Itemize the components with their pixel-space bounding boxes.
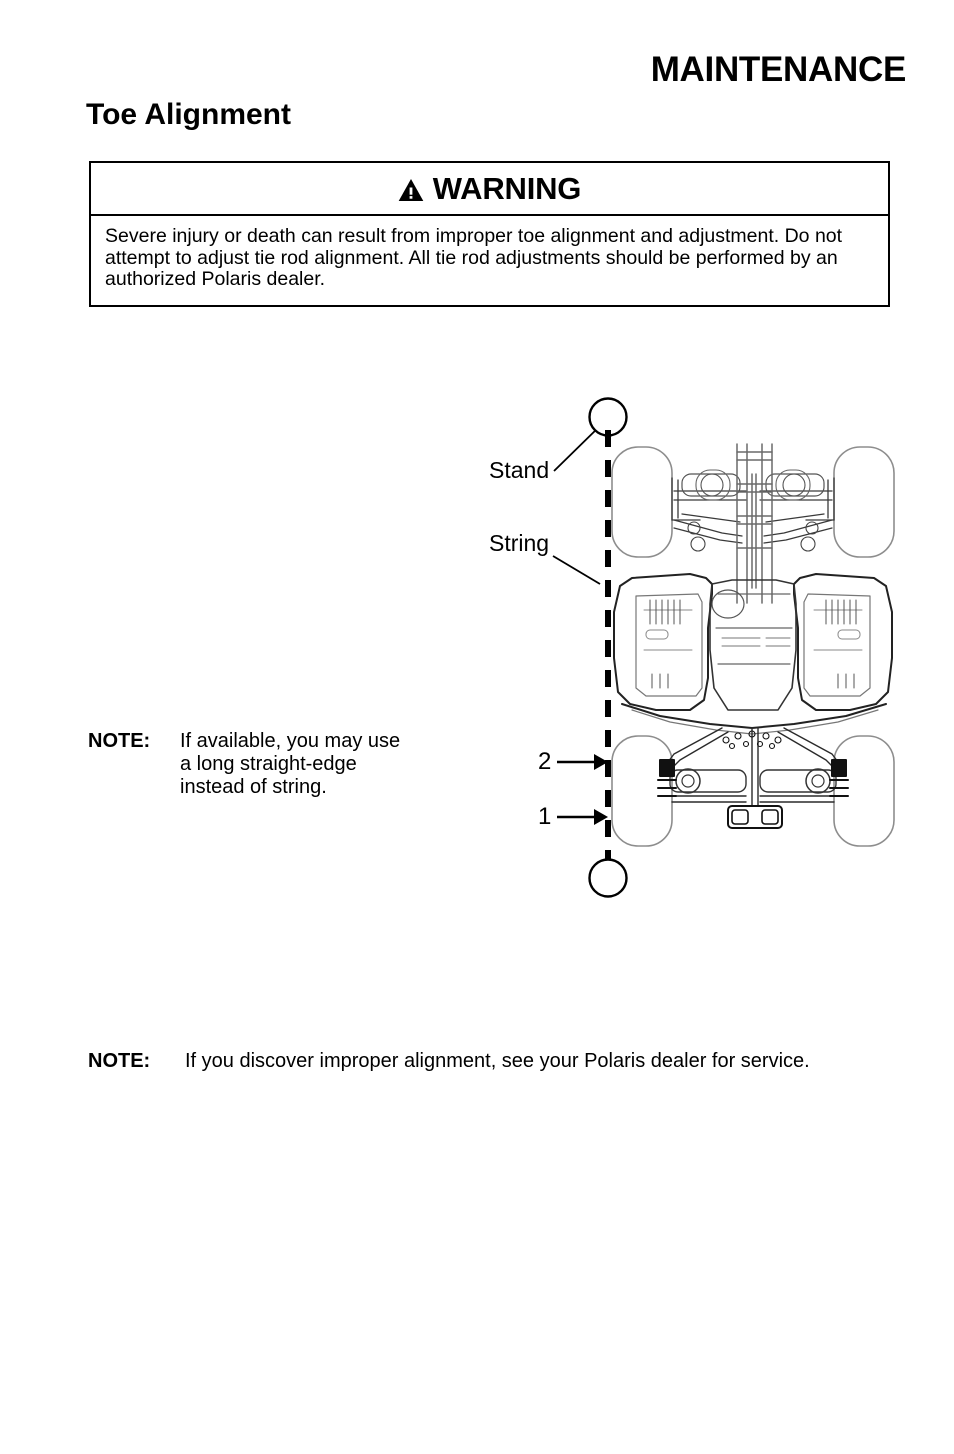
rear-left-wheel <box>611 735 673 847</box>
note-dealer-service: NOTE: If you discover improper alignment… <box>88 1050 918 1073</box>
front-rack-rails <box>736 443 773 604</box>
warning-body: Severe injury or death can result from i… <box>91 216 888 305</box>
figure-label-1: 1 <box>538 803 551 830</box>
stand-circle-front <box>588 397 628 437</box>
stand-circle-rear <box>588 858 628 898</box>
body-fenders <box>613 573 893 735</box>
front-suspension <box>671 469 835 552</box>
running-header-title: MAINTENANCE <box>650 50 907 89</box>
front-right-wheel <box>833 446 895 558</box>
note-text: If available, you may use a long straigh… <box>180 730 401 798</box>
note-label: NOTE: <box>88 730 151 752</box>
rear-suspension <box>657 727 849 829</box>
warning-banner: WARNING <box>91 163 888 216</box>
warning-box: WARNING Severe injury or death can resul… <box>89 161 890 307</box>
warning-title: WARNING <box>432 171 582 206</box>
figure-label-stand: Stand <box>489 457 549 483</box>
stand-leader-line <box>553 423 603 472</box>
page-title: Toe Alignment <box>86 98 291 131</box>
figure-label-string: String <box>489 530 549 556</box>
warning-body-text: Severe injury or death can result from i… <box>105 225 843 290</box>
front-left-wheel <box>611 446 673 558</box>
atv-illustration <box>611 443 895 847</box>
figure-label-2: 2 <box>538 748 551 775</box>
atv-top-view-diagram: Stand String 2 1 <box>489 397 895 898</box>
note-label: NOTE: <box>88 1050 151 1072</box>
warning-triangle-icon <box>398 178 424 201</box>
rear-right-wheel <box>833 735 895 847</box>
note-straightedge: NOTE: If available, you may use a long s… <box>88 730 428 799</box>
string-leader-line <box>552 555 601 585</box>
toe-alignment-figure: Stand String 2 1 <box>460 388 920 908</box>
measure-arrow-2 <box>557 754 608 770</box>
note-text: If you discover improper alignment, see … <box>185 1050 810 1072</box>
measure-arrow-1 <box>557 809 608 825</box>
